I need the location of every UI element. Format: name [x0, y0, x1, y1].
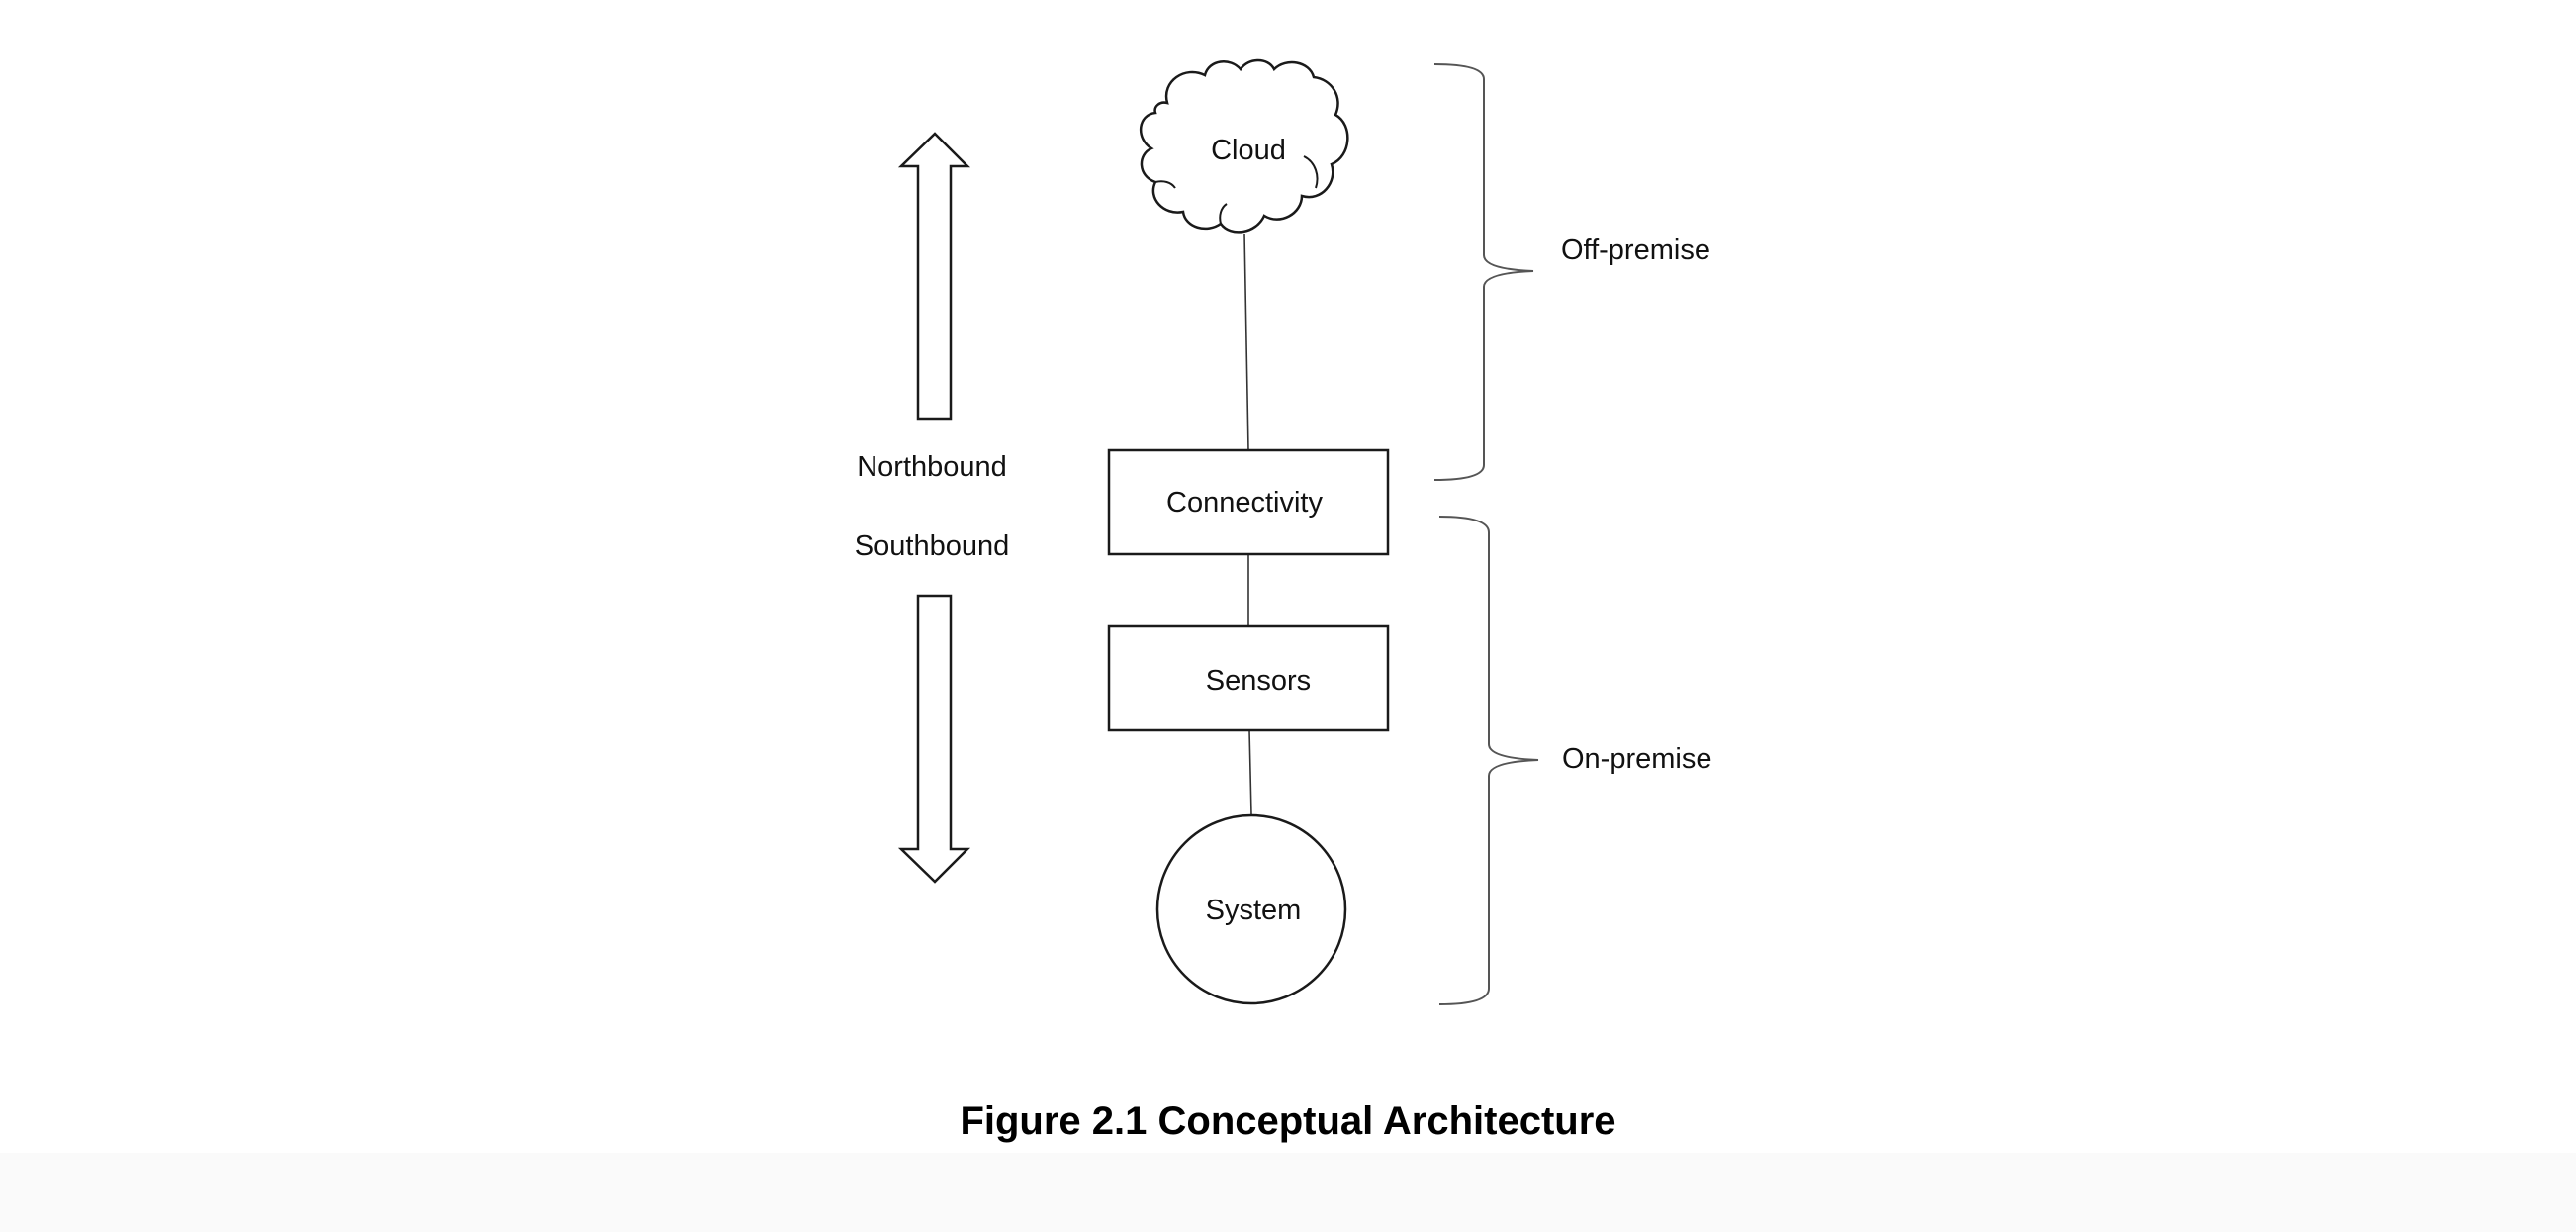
sensors-box	[1107, 624, 1390, 732]
connectivity-box	[1107, 448, 1390, 556]
sensors-label: Sensors	[1206, 665, 1311, 697]
connector-sensors-system	[1248, 729, 1252, 815]
system-label: System	[1206, 895, 1302, 926]
arrow-down-icon	[897, 594, 971, 884]
off-premise-label: Off-premise	[1561, 235, 1710, 266]
northbound-label: Northbound	[857, 451, 1007, 483]
on-premise-label: On-premise	[1562, 743, 1712, 775]
on-premise-brace	[1438, 516, 1539, 1005]
figure-caption: Figure 2.1 Conceptual Architecture	[960, 1099, 1615, 1143]
connectivity-label: Connectivity	[1166, 487, 1323, 519]
footer-band	[0, 1153, 2576, 1232]
southbound-label: Southbound	[855, 530, 1009, 562]
connector-cloud-connectivity	[1243, 233, 1249, 451]
cloud-icon	[1140, 58, 1349, 234]
system-circle	[1155, 813, 1347, 1005]
off-premise-brace	[1433, 63, 1534, 481]
cloud-label: Cloud	[1211, 135, 1286, 166]
arrow-up-icon	[897, 132, 971, 421]
